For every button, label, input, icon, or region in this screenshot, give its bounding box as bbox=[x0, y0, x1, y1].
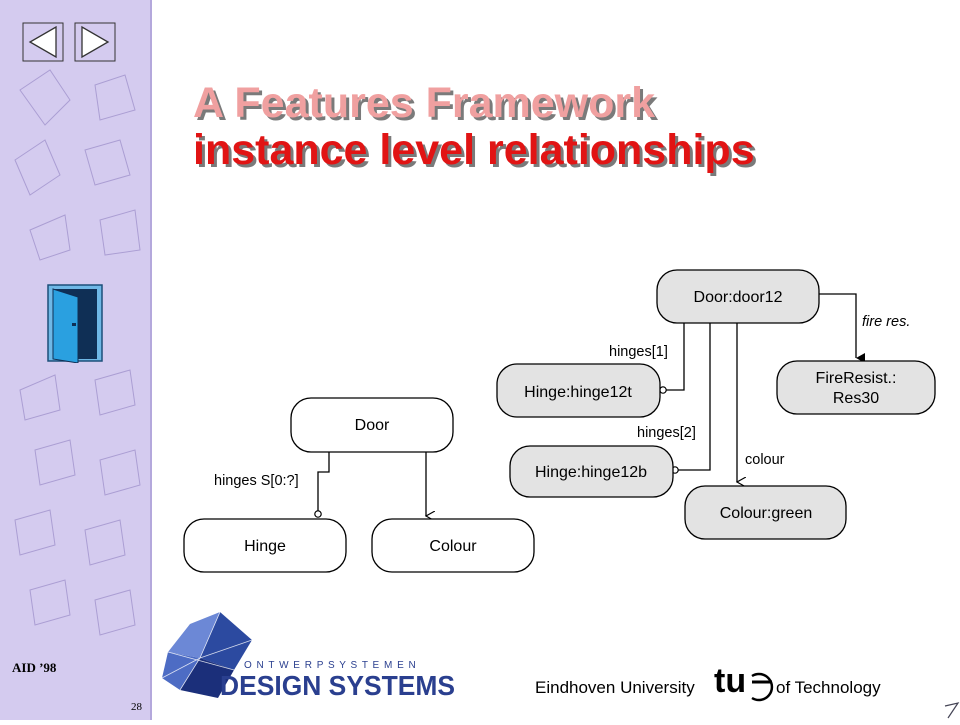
class-colour-label: Colour bbox=[429, 538, 477, 555]
page-number: 28 bbox=[131, 701, 142, 713]
tue-mark: tu bbox=[714, 662, 746, 700]
class-hinge-box: Hinge bbox=[183, 518, 347, 573]
logo-subtitle: O N T W E R P S Y S T E M E N bbox=[244, 660, 417, 671]
instance-door-label: Door:door12 bbox=[694, 289, 783, 306]
crystal-logo-icon bbox=[161, 611, 253, 698]
title-line-2: instance level relationships bbox=[193, 126, 755, 174]
class-hinge-label: Hinge bbox=[244, 538, 286, 555]
hinges1-end-circle bbox=[659, 386, 667, 394]
instance-hinge1-label: Hinge:hinge12t bbox=[524, 384, 632, 401]
hinges1-label: hinges[1] bbox=[609, 344, 668, 360]
hinges-connector bbox=[317, 452, 330, 511]
instance-fire-label-2: Res30 bbox=[833, 390, 879, 407]
sidebar-pattern bbox=[14, 69, 141, 636]
hinges-label: hinges S[0:?] bbox=[214, 473, 299, 489]
previous-slide-button[interactable] bbox=[22, 22, 64, 62]
instance-hinge2-label: Hinge:hinge12b bbox=[535, 464, 647, 481]
instance-colour-box: Colour:green bbox=[684, 485, 847, 540]
tue-logo-icon: tu bbox=[714, 662, 774, 702]
instance-fire-box: FireResist.: Res30 bbox=[776, 360, 936, 415]
hinges1-connector bbox=[666, 323, 685, 391]
fire-connector bbox=[819, 293, 865, 363]
class-door-label: Door bbox=[355, 417, 390, 434]
triangle-left-icon bbox=[22, 22, 64, 62]
class-colour-box: Colour bbox=[371, 518, 535, 573]
hinges2-connector bbox=[678, 323, 711, 471]
fire-res-label: fire res. bbox=[862, 314, 910, 330]
triangle-right-icon bbox=[74, 22, 116, 62]
instance-door-box: Door:door12 bbox=[656, 269, 820, 324]
instance-hinge2-box: Hinge:hinge12b bbox=[509, 445, 674, 498]
next-slide-button[interactable] bbox=[74, 22, 116, 62]
pointer-arrow-icon bbox=[944, 702, 960, 719]
title-line-1: A Features Framework bbox=[193, 79, 656, 127]
university-name-left: Eindhoven University bbox=[535, 678, 695, 697]
sidebar-edge bbox=[150, 0, 152, 720]
logo-title: DESIGN SYSTEMS bbox=[220, 670, 455, 701]
colour-instance-label: colour bbox=[745, 452, 785, 468]
class-door-box: Door bbox=[290, 397, 454, 453]
slide-title: A Features Framework instance level rela… bbox=[193, 80, 755, 174]
footer-left-label: AID ’98 bbox=[12, 660, 57, 675]
instance-fire-label-1: FireResist.: bbox=[816, 370, 897, 387]
instance-hinge1-box: Hinge:hinge12t bbox=[496, 363, 661, 418]
hinges-end-circle bbox=[314, 510, 322, 518]
hinges2-label: hinges[2] bbox=[637, 425, 696, 441]
design-systems-logo: O N T W E R P S Y S T E M E N DESIGN SYS… bbox=[160, 611, 460, 707]
instance-colour-label: Colour:green bbox=[720, 505, 813, 522]
university-name-right: of Technology bbox=[776, 678, 881, 697]
door-icon[interactable] bbox=[42, 283, 104, 364]
